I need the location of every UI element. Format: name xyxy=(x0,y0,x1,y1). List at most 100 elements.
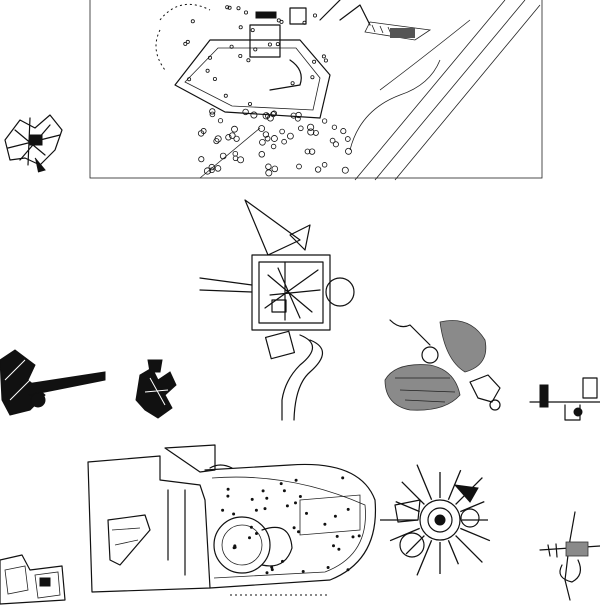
dot-mark xyxy=(229,44,234,49)
dot-mark xyxy=(233,135,240,142)
dot-mark xyxy=(265,496,269,500)
dot-mark xyxy=(207,55,212,60)
dot-mark xyxy=(264,135,271,142)
dot-mark xyxy=(312,13,317,18)
ray-mark xyxy=(455,535,483,563)
dot-mark xyxy=(279,128,285,135)
floor-plan-drawing xyxy=(87,444,377,596)
ray-mark xyxy=(460,501,485,513)
dot-mark xyxy=(304,148,311,155)
dot-mark xyxy=(209,111,216,118)
dot-mark xyxy=(314,166,322,173)
dot-mark xyxy=(293,501,297,505)
dot-mark xyxy=(249,525,253,529)
dot-mark xyxy=(232,155,239,162)
dot-mark xyxy=(344,136,351,142)
dot-mark xyxy=(279,482,283,486)
dot-mark xyxy=(307,128,315,136)
dot-mark xyxy=(287,132,294,140)
axis-plan-sketch xyxy=(529,377,600,421)
dot-mark xyxy=(243,10,248,15)
dot-mark xyxy=(258,151,266,158)
dot-mark xyxy=(226,494,230,498)
dot-mark xyxy=(298,125,304,132)
dot-mark xyxy=(335,534,339,538)
dot-mark xyxy=(231,125,238,133)
dot-mark xyxy=(209,108,216,115)
dot-mark xyxy=(219,152,227,160)
dot-mark xyxy=(217,118,224,124)
dot-mark xyxy=(281,138,287,145)
dot-mark xyxy=(271,110,277,117)
ray-mark xyxy=(395,501,420,513)
dot-mark xyxy=(321,118,328,124)
dot-mark xyxy=(203,167,212,175)
dot-mark xyxy=(304,511,308,515)
dot-mark xyxy=(340,128,347,135)
dot-mark xyxy=(341,166,349,174)
dot-mark xyxy=(250,497,254,501)
dot-mark xyxy=(333,514,337,518)
dot-mark xyxy=(270,143,277,150)
dot-mark xyxy=(225,134,232,141)
dot-mark xyxy=(183,41,188,46)
dot-mark xyxy=(270,568,274,572)
dot-mark xyxy=(238,54,243,59)
dot-mark xyxy=(261,489,265,493)
dot-mark xyxy=(270,111,277,118)
dot-mark xyxy=(232,150,239,157)
dot-mark xyxy=(337,547,341,551)
dot-mark xyxy=(295,115,301,122)
dot-mark xyxy=(259,138,266,146)
dot-mark xyxy=(190,19,195,24)
dot-mark xyxy=(341,476,345,480)
dot-mark xyxy=(213,138,220,145)
dot-mark xyxy=(326,566,330,570)
dot-mark xyxy=(209,167,215,174)
dot-mark xyxy=(270,565,274,569)
ray-mark xyxy=(401,481,425,505)
dot-mark xyxy=(323,58,328,63)
tree-dots xyxy=(183,5,352,177)
pavilion-sketch xyxy=(199,199,355,421)
dot-mark xyxy=(312,129,319,136)
dot-mark xyxy=(187,77,192,82)
dot-mark xyxy=(265,571,269,575)
dot-mark xyxy=(346,568,350,572)
dot-mark xyxy=(198,156,205,163)
dot-mark xyxy=(208,163,215,171)
ray-mark xyxy=(416,464,433,500)
dot-mark xyxy=(254,532,258,536)
dot-mark xyxy=(302,20,307,25)
dot-mark xyxy=(250,28,255,33)
ray-mark xyxy=(460,527,491,542)
dot-mark xyxy=(250,111,258,119)
dot-mark xyxy=(312,59,317,64)
dot-mark xyxy=(262,131,270,138)
dot-mark xyxy=(265,163,272,170)
collage-sketch xyxy=(4,114,63,173)
dot-mark xyxy=(290,81,295,86)
dot-mark xyxy=(263,507,267,511)
dot-mark xyxy=(229,132,236,139)
hatched-plan-sketch xyxy=(384,319,501,411)
dot-mark xyxy=(346,507,350,511)
dot-mark xyxy=(225,5,230,10)
dot-mark xyxy=(267,42,272,47)
dot-mark xyxy=(271,165,279,173)
block-plan-sketch xyxy=(0,554,66,605)
dot-mark xyxy=(296,530,300,534)
dot-mark xyxy=(296,163,302,170)
dot-mark xyxy=(308,148,316,155)
dot-mark xyxy=(321,162,328,168)
dot-mark xyxy=(253,47,258,52)
dot-mark xyxy=(205,68,210,73)
dot-mark xyxy=(279,19,284,24)
dot-mark xyxy=(294,478,298,482)
site-plan-drawing xyxy=(89,0,543,181)
dot-mark xyxy=(242,108,249,116)
dot-mark xyxy=(285,504,289,508)
dot-mark xyxy=(214,165,222,172)
cluster-sketch xyxy=(135,359,177,419)
